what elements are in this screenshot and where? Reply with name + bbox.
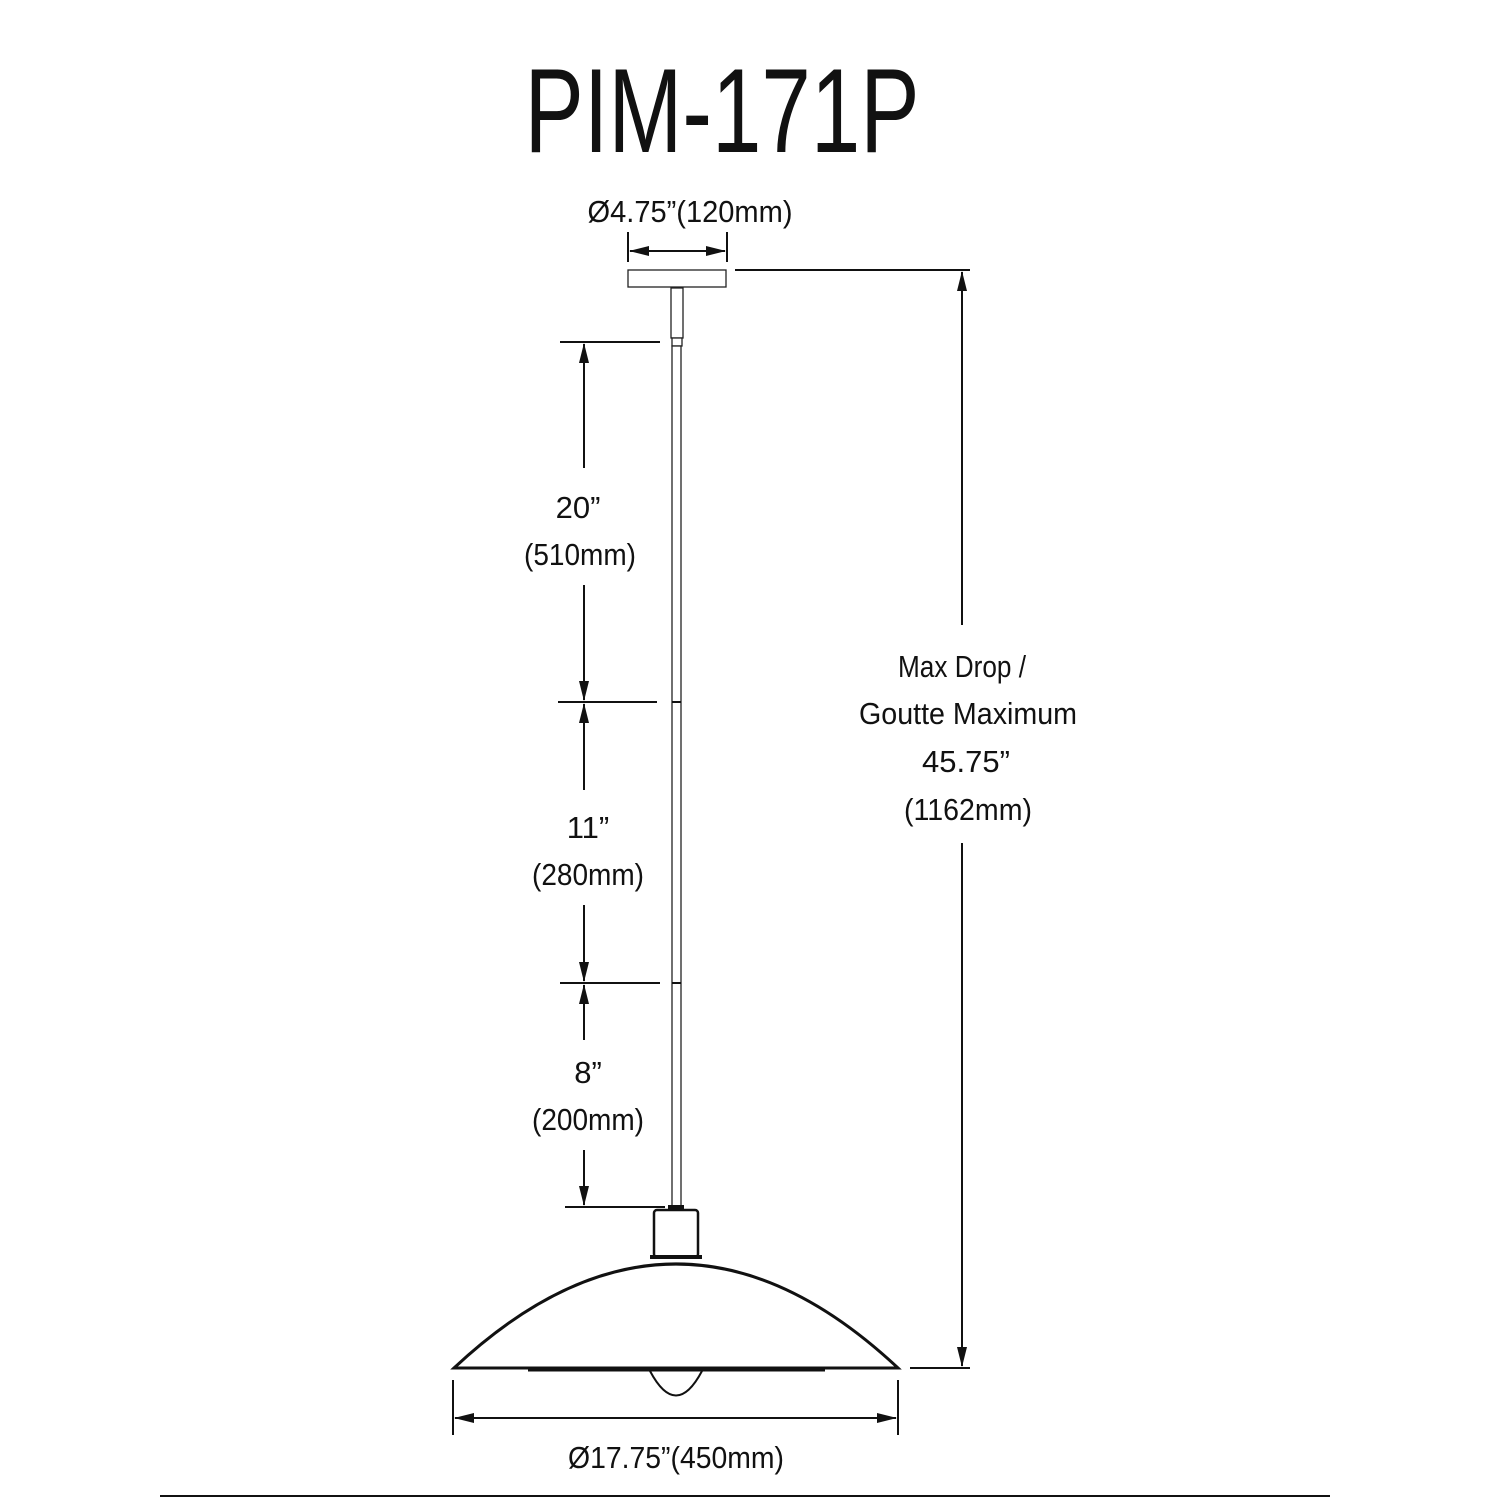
bulb-icon (649, 1370, 703, 1397)
rod-1-inches: 20” (556, 490, 601, 525)
max-drop-label-en: Max Drop / (898, 649, 1026, 684)
rod-3-mm: (200mm) (532, 1102, 644, 1137)
lamp-shade (450, 1205, 902, 1397)
model-title: PIM-171P (525, 44, 920, 178)
shade-diameter-dimension (452, 1380, 899, 1435)
stem-rod (671, 345, 682, 1208)
max-drop-mm: (1162mm) (904, 792, 1032, 827)
canopy (627, 269, 727, 347)
canopy-diameter-label: Ø4.75”(120mm) (588, 194, 793, 229)
rod-2-mm: (280mm) (532, 857, 644, 892)
canopy-diameter-dimension (627, 232, 728, 262)
max-drop-dimension (735, 269, 970, 1369)
rod-dimensions (558, 341, 665, 1208)
rod-1-mm: (510mm) (524, 537, 636, 572)
rod-2-inches: 11” (567, 810, 610, 845)
max-drop-inches: 45.75” (922, 744, 1010, 779)
rod-3-inches: 8” (574, 1055, 602, 1090)
shade-diameter-label: Ø17.75”(450mm) (568, 1440, 784, 1475)
max-drop-label-fr: Goutte Maximum (859, 696, 1077, 731)
